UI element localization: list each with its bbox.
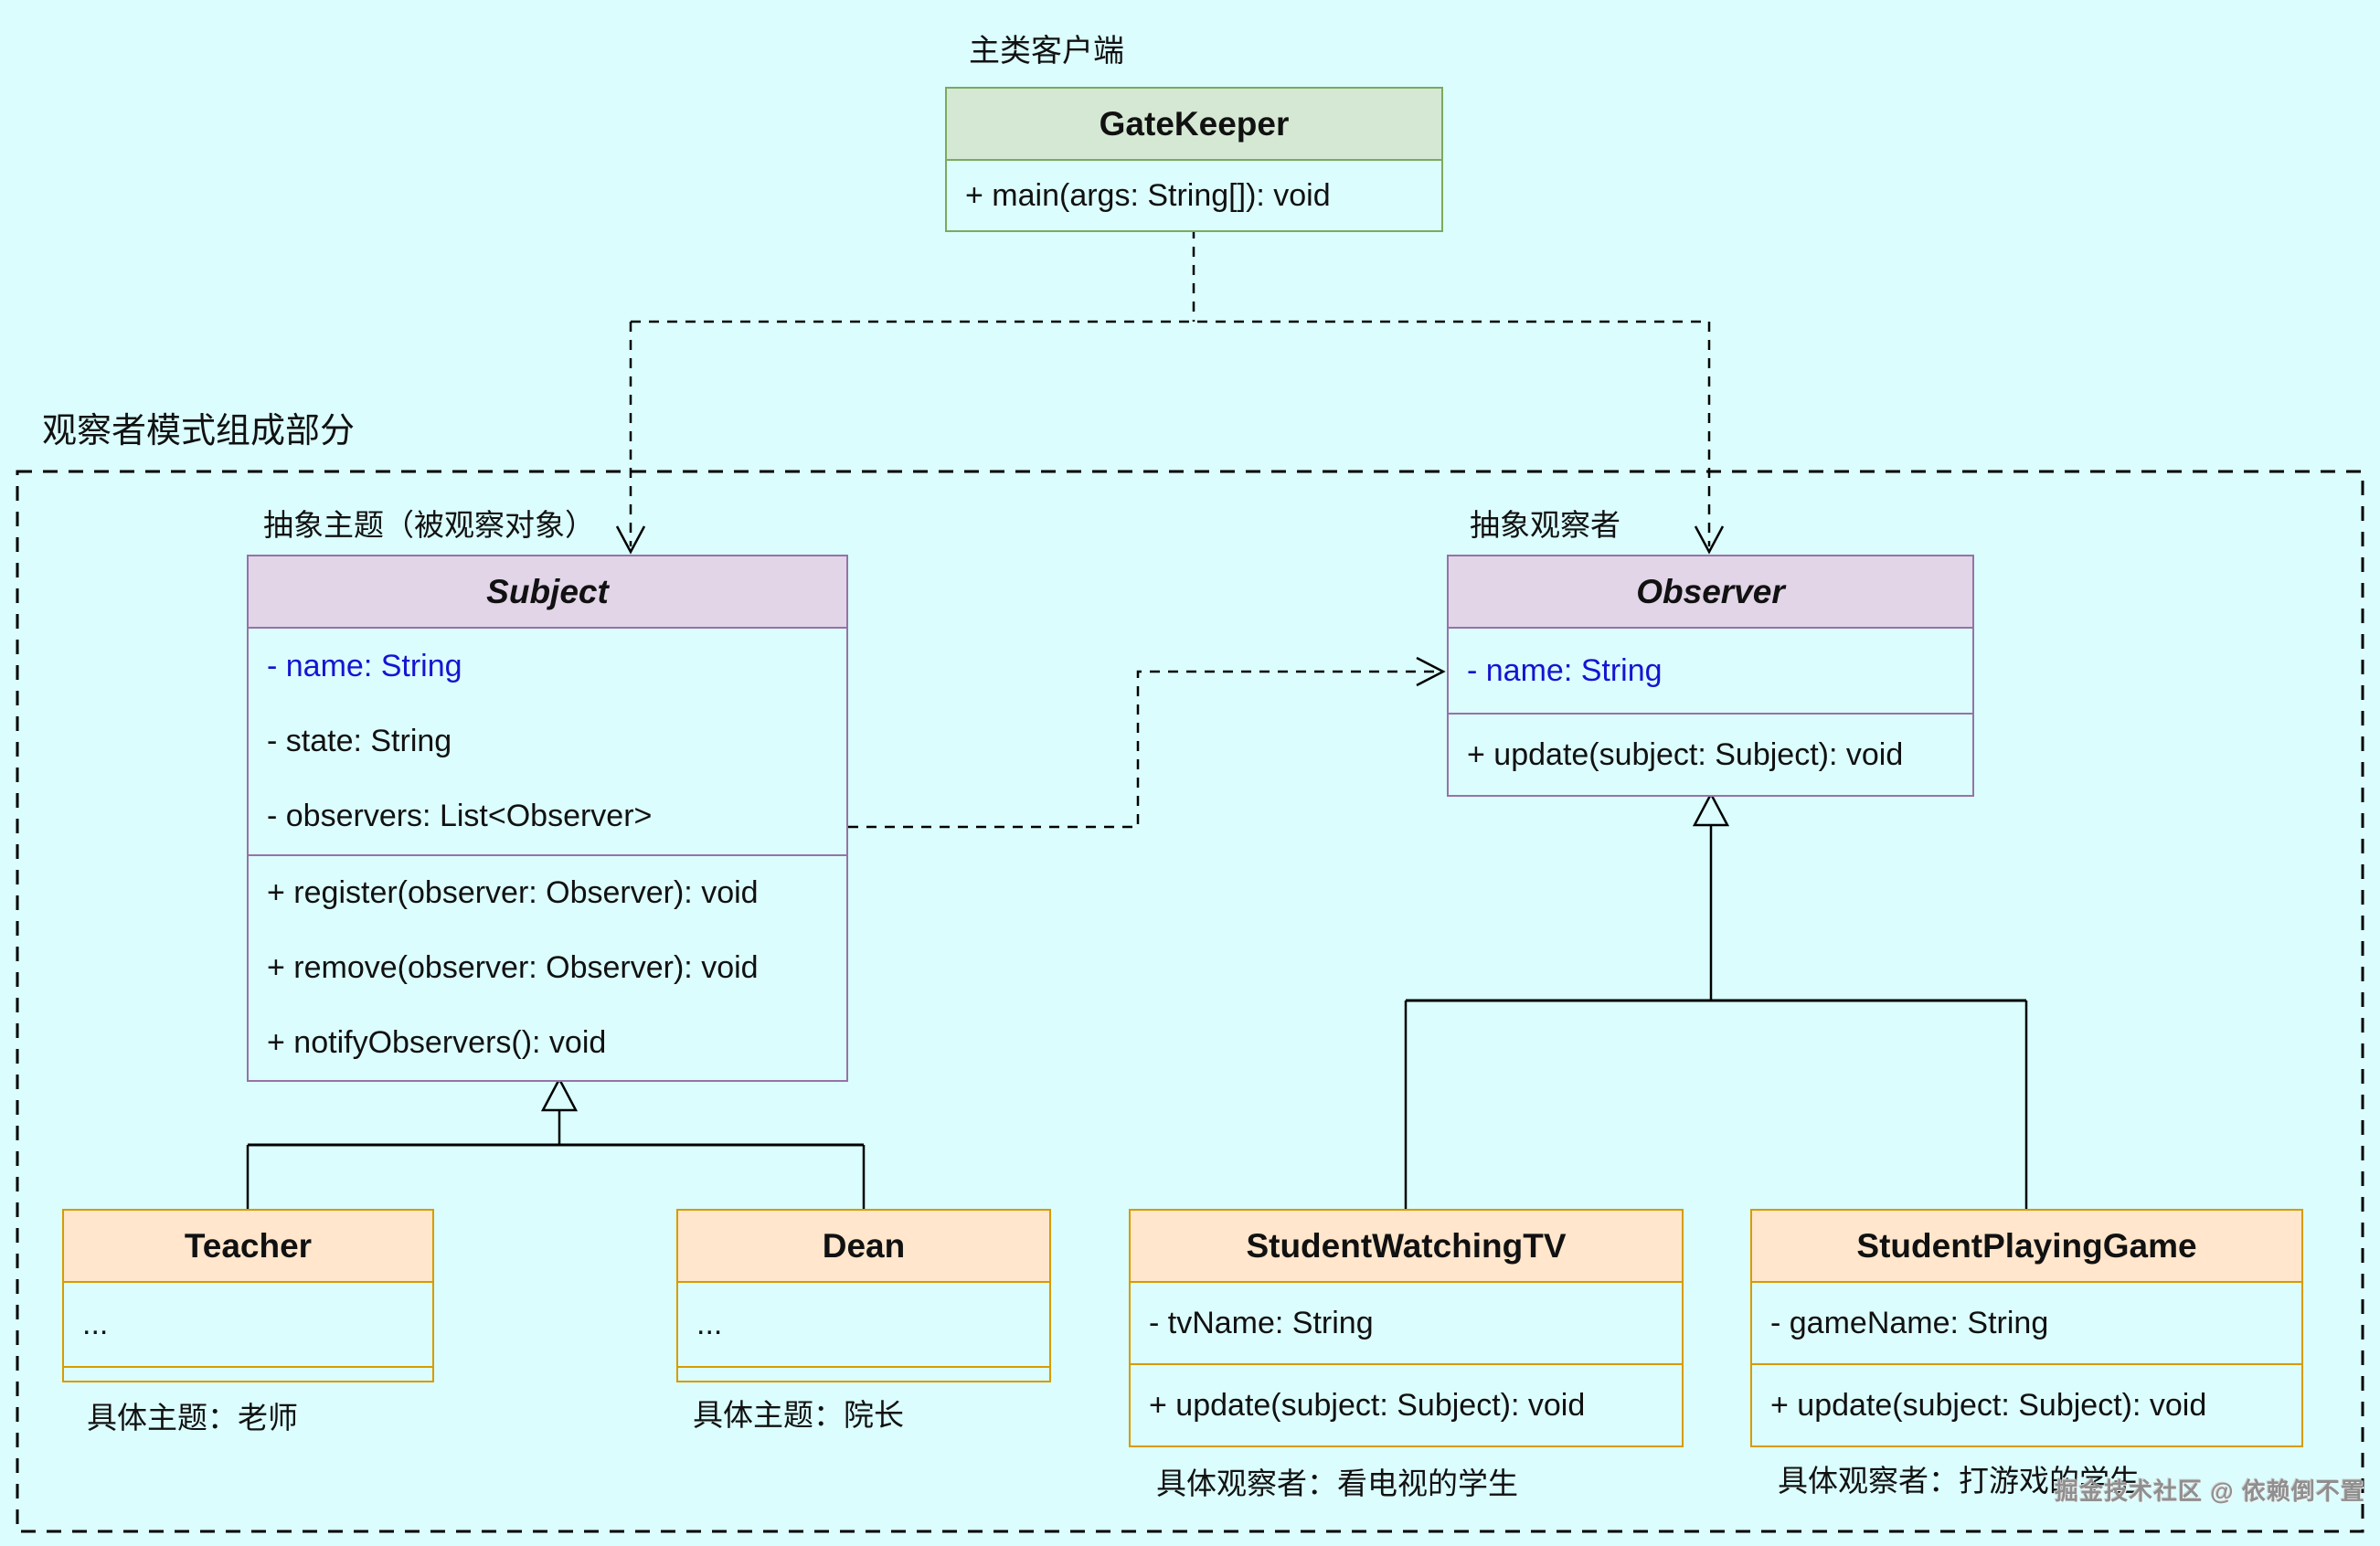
class-observer: Observer - name: String + update(subject… <box>1447 555 1974 797</box>
class-student-watching-tv: StudentWatchingTV - tvName: String + upd… <box>1129 1209 1684 1447</box>
association-subject-to-observer <box>848 670 1440 829</box>
class-gatekeeper-title: GateKeeper <box>947 89 1441 159</box>
label-concrete-teacher: 具体主题：老师 <box>87 1401 298 1435</box>
class-dean-title: Dean <box>678 1211 1049 1281</box>
class-teacher-methods-empty <box>64 1366 432 1381</box>
method-update: + update(subject: Subject): void <box>1770 1387 2207 1423</box>
attribute-ellipsis: ... <box>696 1307 723 1341</box>
method-main: + main(args: String[]): void <box>965 177 1331 213</box>
label-pattern-container: 观察者模式组成部分 <box>42 412 356 450</box>
generalization-triangle-observer <box>1692 791 1730 827</box>
association-arrowhead <box>1416 656 1446 687</box>
label-abstract-subject: 抽象主题（被观察对象） <box>263 508 595 542</box>
class-teacher-title: Teacher <box>64 1211 432 1281</box>
class-dean: Dean ... <box>676 1209 1051 1382</box>
label-main-client: 主类客户端 <box>969 34 1124 69</box>
method-register: + register(observer: Observer): void <box>267 875 759 911</box>
class-subject-attributes: - name: String - state: String - observe… <box>249 627 846 854</box>
class-student-playing-game-methods: + update(subject: Subject): void <box>1752 1363 2301 1445</box>
method-notify-observers: + notifyObservers(): void <box>267 1024 607 1060</box>
class-subject-title: Subject <box>249 556 846 627</box>
class-student-playing-game-attributes: - gameName: String <box>1752 1281 2301 1363</box>
class-teacher: Teacher ... <box>62 1209 434 1382</box>
class-student-watching-tv-attributes: - tvName: String <box>1131 1281 1682 1363</box>
class-dean-attributes: ... <box>678 1281 1049 1366</box>
class-student-watching-tv-methods: + update(subject: Subject): void <box>1131 1363 1682 1445</box>
class-teacher-attributes: ... <box>64 1281 432 1366</box>
label-concrete-dean: 具体主题：院长 <box>693 1398 904 1432</box>
class-observer-title: Observer <box>1449 556 1972 627</box>
attribute-ellipsis: ... <box>82 1307 109 1341</box>
class-gatekeeper: GateKeeper + main(args: String[]): void <box>945 87 1443 232</box>
method-update: + update(subject: Subject): void <box>1467 736 1904 772</box>
class-observer-attributes: - name: String <box>1449 627 1972 713</box>
class-observer-methods: + update(subject: Subject): void <box>1449 713 1972 795</box>
label-abstract-observer: 抽象观察者 <box>1470 508 1620 542</box>
method-remove: + remove(observer: Observer): void <box>267 949 759 985</box>
attribute-game-name: - gameName: String <box>1770 1305 2049 1340</box>
watermark: 掘金技术社区 @ 依赖倒不置 <box>2055 1477 2365 1505</box>
label-concrete-watching-tv: 具体观察者：看电视的学生 <box>1156 1467 1518 1500</box>
class-student-watching-tv-title: StudentWatchingTV <box>1131 1211 1682 1281</box>
attribute-observers: - observers: List<Observer> <box>267 799 653 834</box>
attribute-name: - name: String <box>267 648 462 683</box>
class-dean-methods-empty <box>678 1366 1049 1381</box>
method-update: + update(subject: Subject): void <box>1149 1387 1586 1423</box>
generalization-triangle-subject <box>540 1076 579 1112</box>
dependency-to-subject-arrowhead <box>615 525 646 555</box>
class-student-playing-game: StudentPlayingGame - gameName: String + … <box>1750 1209 2303 1447</box>
class-subject: Subject - name: String - state: String -… <box>247 555 848 1082</box>
attribute-name: - name: String <box>1467 652 1663 688</box>
class-gatekeeper-methods: + main(args: String[]): void <box>947 159 1441 230</box>
class-subject-methods: + register(observer: Observer): void + r… <box>249 854 846 1080</box>
dependency-to-observer-arrowhead <box>1694 525 1725 555</box>
class-student-playing-game-title: StudentPlayingGame <box>1752 1211 2301 1281</box>
attribute-state: - state: String <box>267 723 452 758</box>
attribute-tv-name: - tvName: String <box>1149 1305 1374 1340</box>
label-concrete-playing-game: 具体观察者：打游戏的学生 <box>1778 1464 2140 1498</box>
